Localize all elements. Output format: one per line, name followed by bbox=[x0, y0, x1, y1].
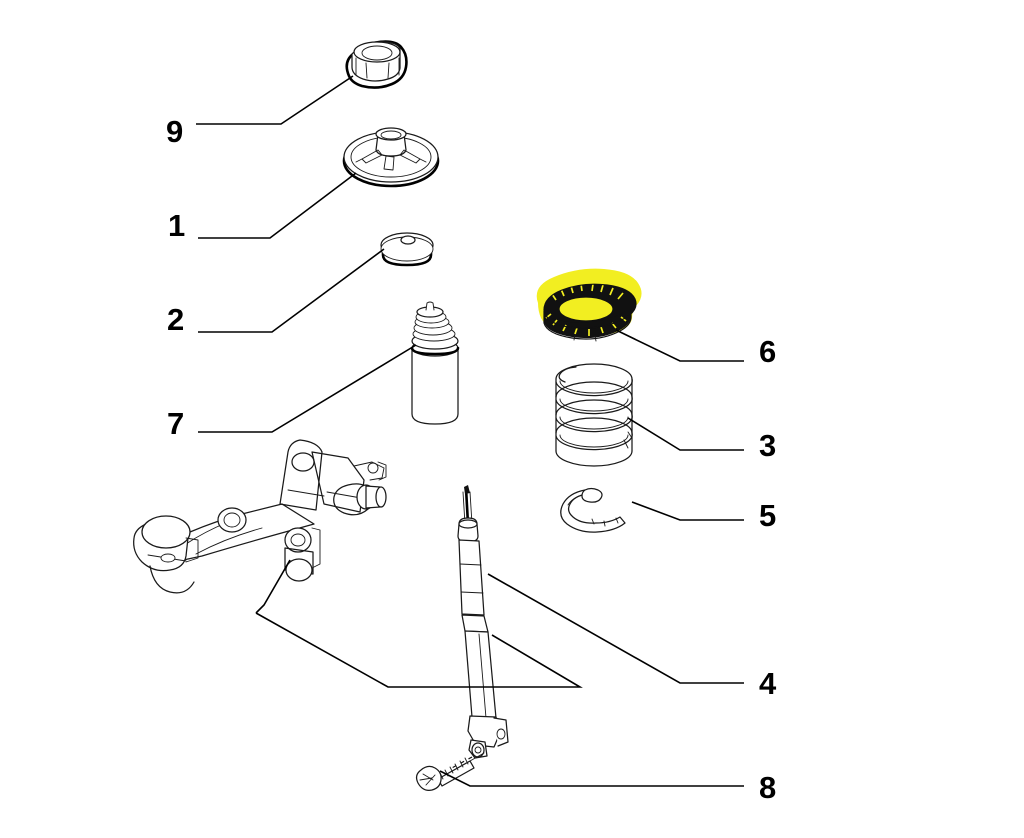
leader-line-9 bbox=[196, 75, 354, 125]
callout-label-1: 1 bbox=[168, 208, 185, 243]
leader-line-1 bbox=[198, 172, 357, 239]
callout-label-9: 9 bbox=[166, 114, 183, 149]
leader-line-4-branch2 bbox=[255, 612, 583, 688]
part-upper-strut-mount bbox=[342, 127, 440, 188]
leader-line-2 bbox=[198, 248, 385, 333]
part-mounting-bolt bbox=[415, 752, 485, 791]
part-flanged-hex-nut bbox=[345, 40, 408, 89]
leader-line-6 bbox=[615, 329, 744, 362]
callout-numbers: 9 1 2 7 6 3 5 4 8 bbox=[166, 114, 777, 805]
part-bump-stop-dust-boot bbox=[410, 301, 460, 425]
part-upper-spring-seat-pad bbox=[380, 232, 434, 267]
callout-label-5: 5 bbox=[759, 498, 776, 533]
leader-line-8 bbox=[439, 770, 744, 787]
part-coil-spring bbox=[555, 363, 633, 467]
callout-label-4: 4 bbox=[759, 666, 777, 701]
part-strut-mount-thrust-bearing bbox=[536, 268, 642, 342]
callout-label-3: 3 bbox=[759, 428, 776, 463]
callout-label-8: 8 bbox=[759, 770, 776, 805]
part-retaining-clip bbox=[560, 487, 626, 533]
callout-label-7: 7 bbox=[167, 406, 184, 441]
leader-line-4 bbox=[487, 573, 744, 684]
leader-line-5 bbox=[631, 501, 744, 521]
part-rear-axle-knuckle-trailing-arm bbox=[133, 439, 387, 594]
leader-lines bbox=[196, 75, 744, 787]
callout-label-2: 2 bbox=[167, 302, 184, 337]
part-shock-absorber bbox=[449, 485, 509, 770]
leader-line-4-branch bbox=[255, 559, 291, 614]
callout-label-6: 6 bbox=[759, 334, 776, 369]
leader-line-3 bbox=[627, 417, 744, 451]
leader-line-7 bbox=[198, 344, 417, 433]
